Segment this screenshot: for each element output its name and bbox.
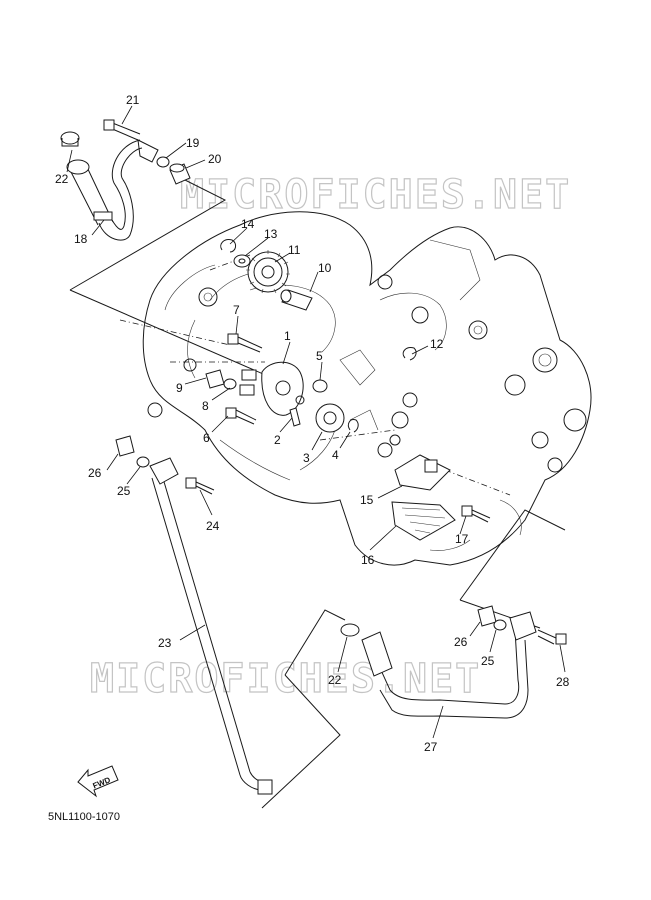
callout-27: 27 bbox=[424, 740, 438, 754]
callout-4: 4 bbox=[332, 448, 339, 462]
callout-3: 3 bbox=[303, 451, 310, 465]
callout-9: 9 bbox=[176, 381, 183, 395]
callout-25-left: 25 bbox=[117, 484, 131, 498]
callout-26-right: 26 bbox=[454, 635, 468, 649]
part-11-gear bbox=[246, 250, 290, 294]
callout-15: 15 bbox=[360, 493, 374, 507]
callout-22-top: 22 bbox=[55, 172, 69, 186]
part-12-clip bbox=[402, 347, 417, 361]
part-17-bolt bbox=[461, 505, 491, 523]
callout-13: 13 bbox=[264, 227, 278, 241]
leader-lines bbox=[66, 105, 566, 739]
watermark-top: MICROFICHES.NET bbox=[180, 172, 571, 218]
crankcase-illustration bbox=[142, 211, 592, 566]
callout-23: 23 bbox=[158, 636, 172, 650]
callout-18: 18 bbox=[74, 232, 88, 246]
part-5-dowel bbox=[312, 379, 328, 393]
callout-6: 6 bbox=[203, 431, 210, 445]
callout-5: 5 bbox=[316, 349, 323, 363]
part-26-dowel-right bbox=[477, 605, 497, 627]
callout-28: 28 bbox=[556, 675, 570, 689]
callout-14: 14 bbox=[241, 217, 255, 231]
callout-16: 16 bbox=[361, 553, 375, 567]
callout-12: 12 bbox=[430, 337, 444, 351]
part-9-dowel bbox=[205, 369, 225, 389]
callout-24: 24 bbox=[206, 519, 220, 533]
part-6-bolt bbox=[225, 407, 257, 425]
callout-17: 17 bbox=[455, 532, 469, 546]
callout-25-right: 25 bbox=[481, 654, 495, 668]
part-10-shaft bbox=[280, 289, 313, 311]
part-20-dowel-top bbox=[169, 163, 191, 185]
part-15-cover bbox=[394, 454, 451, 491]
part-22-clip-bottom bbox=[340, 623, 360, 637]
part-27-pipe bbox=[361, 611, 537, 719]
part-13-washer bbox=[233, 254, 251, 268]
part-25-oring-right bbox=[493, 619, 507, 631]
callout-20: 20 bbox=[208, 152, 222, 166]
callout-10: 10 bbox=[318, 261, 332, 275]
part-1-oil-pump bbox=[239, 361, 305, 416]
callout-21: 21 bbox=[126, 93, 140, 107]
part-21-bolt-top bbox=[103, 119, 159, 163]
part-22-clip-top bbox=[60, 131, 80, 147]
part-26-dowel-left bbox=[115, 435, 135, 457]
callout-8: 8 bbox=[202, 399, 209, 413]
part-18-hose bbox=[66, 139, 143, 241]
part-3-rotor bbox=[315, 403, 345, 433]
callout-1: 1 bbox=[284, 329, 291, 343]
part-14-circlip bbox=[220, 239, 237, 253]
callout-26-left: 26 bbox=[88, 466, 102, 480]
fwd-arrow-icon: FWD bbox=[77, 765, 119, 798]
alignment-lines bbox=[119, 254, 511, 496]
callout-22-bottom: 22 bbox=[328, 673, 342, 687]
part-23-pipe bbox=[149, 457, 273, 795]
callout-11: 11 bbox=[288, 243, 301, 257]
part-2-pin bbox=[289, 407, 301, 427]
watermark-bottom: MICROFICHES.NET bbox=[90, 656, 481, 702]
part-7-bolt bbox=[227, 333, 263, 353]
diagram-code: 5NL1100-1070 bbox=[48, 811, 120, 823]
callout-7: 7 bbox=[233, 303, 240, 317]
part-24-bolt bbox=[185, 477, 215, 495]
callout-19: 19 bbox=[186, 136, 200, 150]
callout-2: 2 bbox=[274, 433, 281, 447]
part-28-bolt bbox=[537, 629, 567, 645]
part-8-oring bbox=[223, 378, 237, 390]
part-19-oring-top bbox=[156, 156, 170, 168]
part-4-circlip bbox=[347, 419, 359, 433]
part-25-oring-left bbox=[136, 456, 150, 468]
callout-labels: 1 2 3 4 5 6 7 8 9 10 11 12 13 14 15 16 1… bbox=[55, 93, 570, 754]
part-16-strainer bbox=[391, 501, 456, 541]
